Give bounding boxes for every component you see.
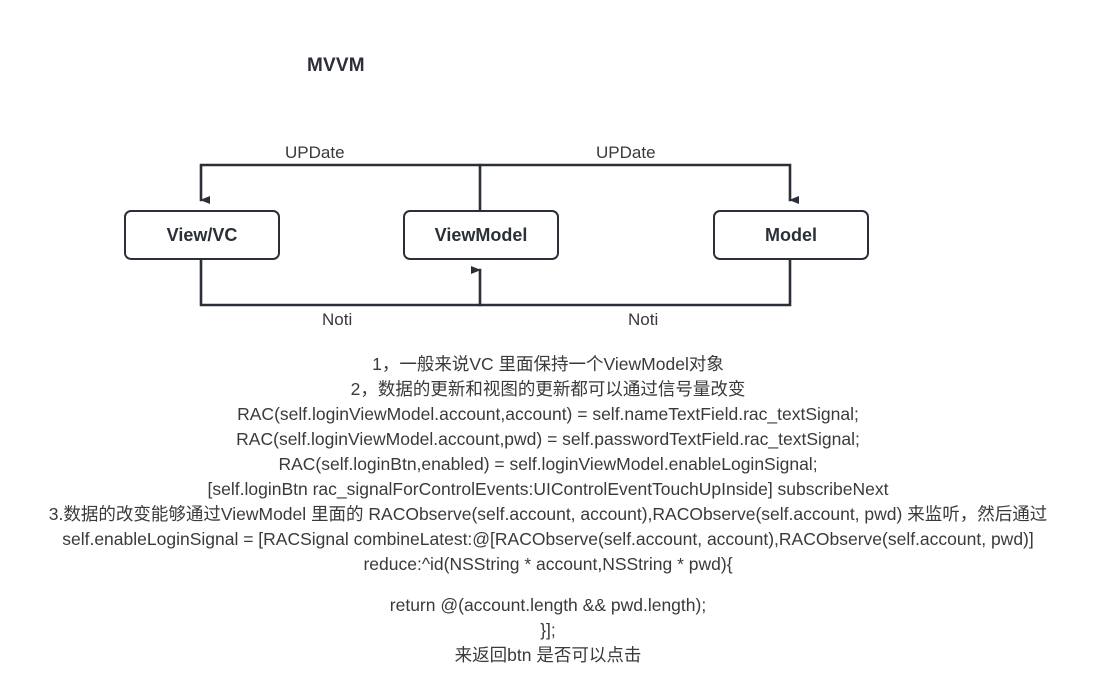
notes-line: self.enableLoginSignal = [RACSignal comb… (62, 529, 1034, 574)
node-model[interactable]: Model (713, 210, 869, 260)
node-viewmodel[interactable]: ViewModel (403, 210, 559, 260)
notes-line: return @(account.length && pwd.length); (389, 595, 707, 615)
edge-label-noti-right: Noti (628, 310, 659, 329)
node-view-vc[interactable]: View/VC (124, 210, 280, 260)
notes-line: 来返回btn 是否可以点击 (454, 645, 642, 665)
node-model-label: Model (765, 224, 817, 245)
notes-line: 1，一般来说VC 里面保持一个ViewModel对象 (372, 354, 724, 374)
diagram-connectors (199, 163, 799, 307)
notes-line: [self.loginBtn rac_signalForControlEvent… (207, 479, 889, 499)
notes-line: RAC(self.loginBtn,enabled) = self.loginV… (278, 454, 818, 474)
edge-viewmodel-to-model-top (478, 163, 799, 204)
notes-block: 1，一般来说VC 里面保持一个ViewModel对象 2，数据的更新和视图的更新… (0, 352, 1096, 668)
notes-line: 2，数据的更新和视图的更新都可以通过信号量改变 (350, 379, 746, 399)
edge-viewmodel-to-view-top (199, 163, 482, 212)
notes-line: RAC(self.loginViewModel.account,pwd) = s… (236, 429, 860, 449)
page-title: MVVM (307, 55, 365, 76)
node-view-vc-label: View/VC (166, 224, 238, 245)
node-viewmodel-label: ViewModel (434, 224, 528, 245)
edge-view-to-viewmodel-bottom (199, 258, 482, 307)
edge-label-noti-left: Noti (322, 310, 353, 329)
edge-label-update-right: UPDate (596, 143, 656, 162)
notes-line: }]; (540, 620, 556, 640)
notes-line: RAC(self.loginViewModel.account,account)… (237, 404, 859, 424)
edge-model-to-viewmodel-bottom (478, 258, 792, 307)
edge-label-update-left: UPDate (285, 143, 345, 162)
notes-line: 3.数据的改变能够通过ViewModel 里面的 RACObserve(self… (48, 504, 1048, 524)
notes-line-spacer (0, 577, 1096, 593)
